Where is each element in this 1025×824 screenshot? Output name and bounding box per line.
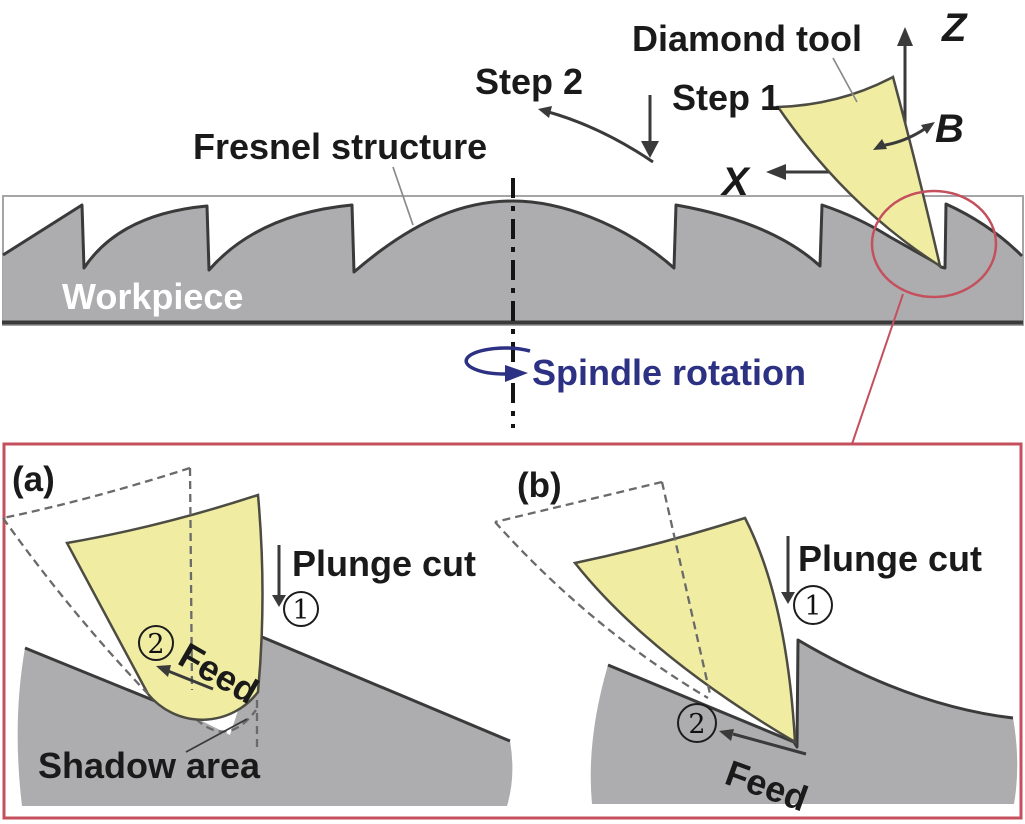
panel-a-feed-arrow — [156, 665, 214, 691]
panel-b-step1-number: 1 — [804, 591, 821, 622]
fresnel-leader-line — [392, 166, 414, 226]
workpiece-label: Workpiece — [62, 276, 243, 317]
top-diagram: Workpiece Z X B — [2, 6, 1024, 445]
panel-a-step2-circle-icon — [138, 625, 174, 661]
panel-a-plunge-label: Plunge cut — [292, 543, 476, 584]
panel-a-shadow-label: Shadow area — [38, 745, 261, 786]
diamond-tool-label: Diamond tool — [632, 18, 862, 59]
spindle-rotation-label: Spindle rotation — [532, 352, 806, 393]
panel-a-step1-number: 1 — [292, 595, 309, 626]
panel-b-surface-profile — [607, 638, 1014, 749]
diamond-tool-shape — [775, 75, 942, 269]
b-rotation-arrow: B — [873, 107, 964, 151]
panel-a-dashed-tool-outline — [2, 466, 194, 695]
panel-b-step2-circle-icon — [677, 703, 717, 743]
panel-a-workpiece-shape — [17, 637, 513, 806]
panel-b-dashed-tool-outline — [494, 480, 712, 699]
diamond-tool-leader-line — [832, 57, 858, 103]
detail-connector-line — [851, 293, 904, 445]
panel-b-label: (b) — [517, 466, 562, 505]
detail-panel-b: Plunge cut 1 2 Feed (b) — [494, 466, 1018, 819]
panel-b-workpiece-shape — [590, 640, 1018, 804]
panel-b-plunge-label: Plunge cut — [798, 538, 982, 579]
panel-b-step2-number: 2 — [688, 709, 705, 740]
panel-a-shadow-leader-line — [185, 718, 248, 753]
step1-label: Step 1 — [672, 77, 780, 118]
panel-b-step1-circle-icon — [793, 585, 833, 625]
detail-ellipse — [870, 189, 998, 299]
panel-b-feed-arrow — [719, 729, 807, 756]
x-axis-label: X — [720, 160, 751, 204]
step1-arrow — [641, 95, 659, 158]
panel-a-step1-circle-icon — [283, 591, 319, 627]
panel-b-plunge-arrow — [781, 536, 795, 604]
b-axis-label: B — [935, 107, 964, 151]
fresnel-structure-label: Fresnel structure — [193, 126, 487, 167]
panel-a-step2-number: 2 — [147, 629, 164, 660]
spindle-rotation-arrow — [464, 346, 531, 382]
fresnel-profile — [2, 199, 1024, 274]
x-axis-arrowhead-icon — [766, 164, 786, 180]
panel-a-shadow-tip-outline — [195, 709, 257, 733]
z-axis-arrowhead-icon — [897, 27, 913, 46]
panel-a-tool-shape — [65, 493, 264, 721]
panel-b-tool-shape — [572, 516, 797, 745]
panel-a-plunge-arrow — [272, 545, 286, 607]
z-axis-label: Z — [941, 6, 968, 50]
detail-box — [2, 442, 1023, 820]
detail-panel-a: Plunge cut 1 2 Feed Shadow area (a) — [2, 460, 513, 806]
panel-a-surface-right — [261, 635, 511, 743]
panel-a-label: (a) — [12, 460, 55, 499]
step2-arrow — [538, 106, 654, 164]
step2-label: Step 2 — [475, 61, 583, 102]
